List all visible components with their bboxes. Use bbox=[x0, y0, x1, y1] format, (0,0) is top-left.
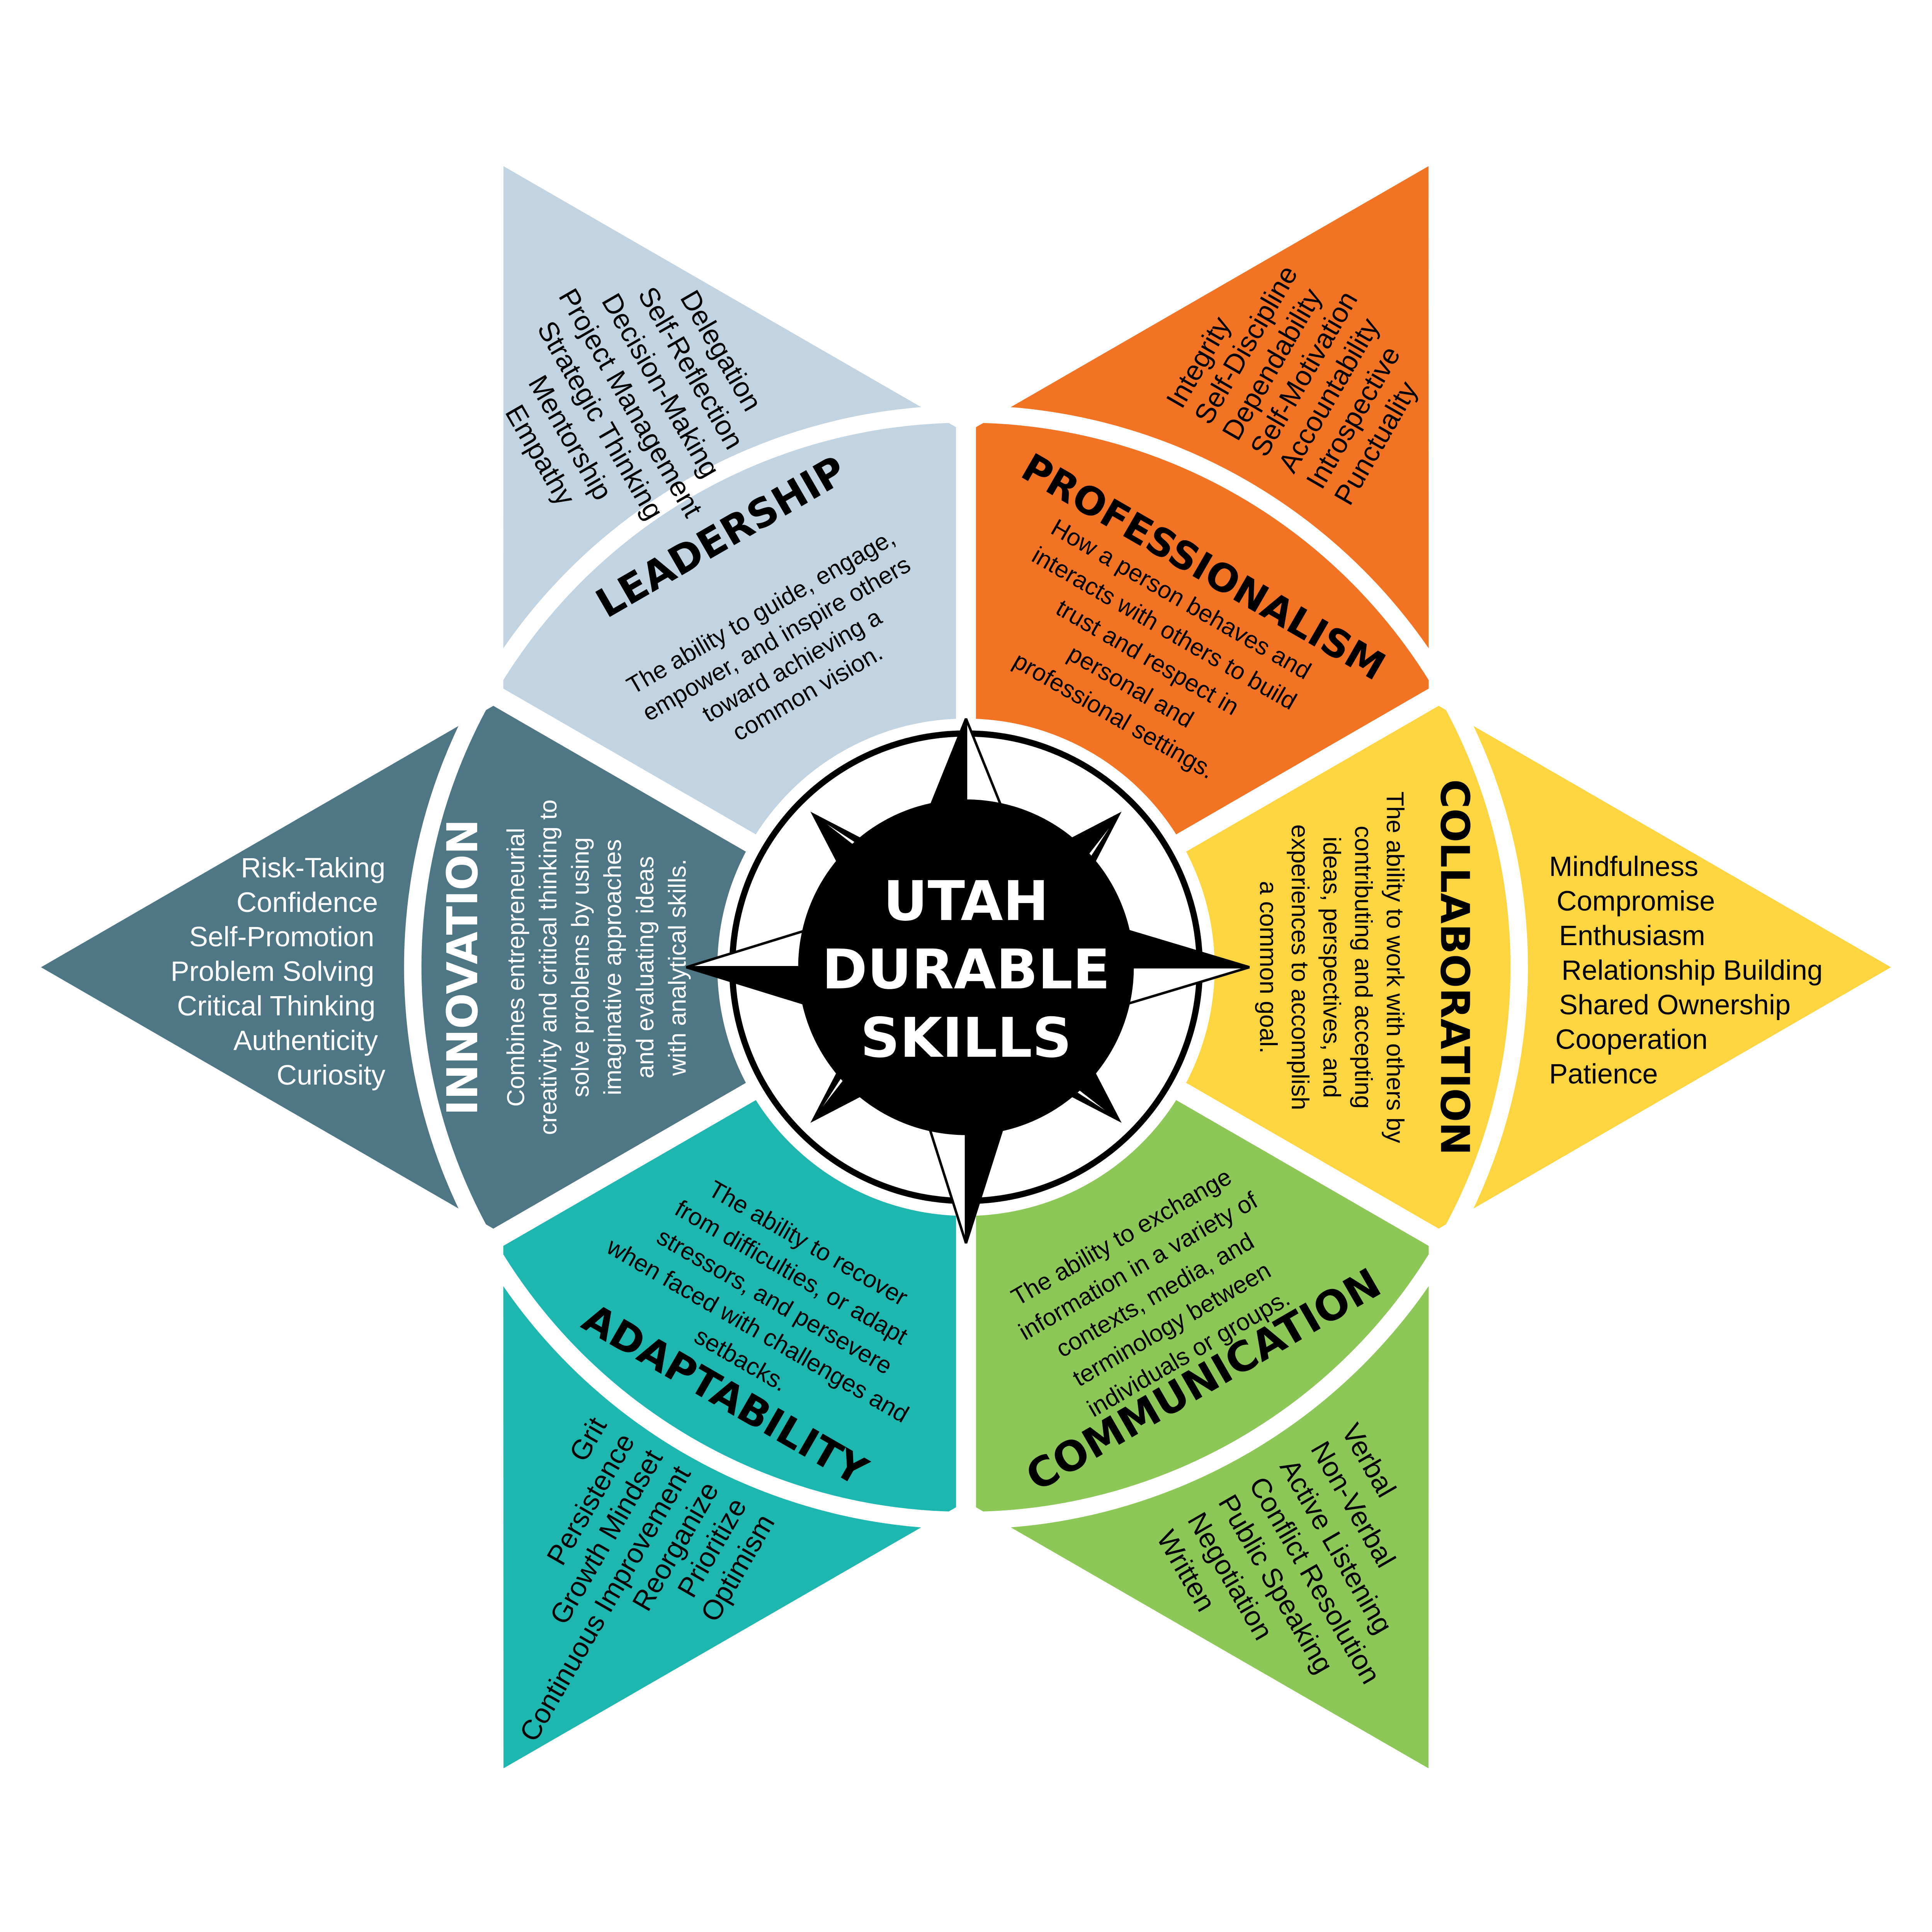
skill-item: Shared Ownership bbox=[1559, 989, 1791, 1020]
skill-item: Enthusiasm bbox=[1559, 920, 1705, 951]
skill-item: Critical Thinking bbox=[177, 990, 376, 1022]
collaboration-title: COLLABORATION bbox=[1431, 779, 1478, 1155]
description-line: a common goal. bbox=[1255, 881, 1282, 1053]
description-line: and evaluating ideas bbox=[632, 856, 659, 1078]
collaboration-skills-list: MindfulnessCompromiseEnthusiasmRelations… bbox=[1549, 851, 1823, 1090]
professionalism-skills-list: IntegritySelf-DisciplineDependabilitySel… bbox=[1160, 260, 1423, 510]
sector-innovation bbox=[1, 683, 986, 1252]
arc-divider bbox=[404, 405, 1528, 1529]
compass-cardinal-point bbox=[1111, 924, 1250, 1010]
description-line: The ability to work with others by bbox=[1381, 791, 1408, 1143]
center-title-line-2: DURABLE bbox=[822, 938, 1110, 1002]
description-line: contributing and accepting bbox=[1350, 826, 1377, 1109]
skill-item: Mindfulness bbox=[1549, 851, 1698, 882]
skill-item: Compromise bbox=[1556, 886, 1715, 917]
compass-disk bbox=[798, 799, 1134, 1135]
compass-cardinal-point bbox=[923, 1112, 1009, 1244]
description-line: experiences to accomplish bbox=[1286, 825, 1313, 1110]
innovation-title: INNOVATION bbox=[438, 819, 487, 1116]
innovation-skills-list: Risk-TakingConfidenceSelf-PromotionProbl… bbox=[170, 852, 386, 1091]
skill-item: Curiosity bbox=[277, 1060, 386, 1091]
skill-item: Cooperation bbox=[1555, 1024, 1708, 1055]
compass-emblem: UTAH DURABLE SKILLS bbox=[686, 718, 1250, 1244]
center-title-line-3: SKILLS bbox=[861, 1007, 1072, 1070]
skill-item: Risk-Taking bbox=[241, 852, 385, 883]
skill-item: Patience bbox=[1549, 1058, 1658, 1090]
center-title-line-1: UTAH bbox=[883, 870, 1049, 933]
description-line: creativity and critical thinking to bbox=[535, 799, 562, 1135]
skill-item: Self-Promotion bbox=[189, 921, 374, 952]
compass-cardinal-point bbox=[923, 718, 1009, 822]
description-line: Combines entrepreneurial bbox=[502, 828, 529, 1107]
skill-item: Authenticity bbox=[233, 1025, 378, 1056]
sector-collaboration-text: COLLABORATION The ability to work with ot… bbox=[1255, 779, 1823, 1155]
description-line: imaginative approaches bbox=[599, 839, 626, 1095]
skill-item: Problem Solving bbox=[170, 956, 374, 987]
description-line: solve problems by using bbox=[567, 837, 594, 1097]
skill-item: Relationship Building bbox=[1561, 954, 1823, 986]
skill-item: Confidence bbox=[236, 887, 378, 918]
collaboration-description: The ability to work with others bycontri… bbox=[1255, 791, 1408, 1143]
description-line: ideas, perspectives, and bbox=[1318, 837, 1345, 1098]
